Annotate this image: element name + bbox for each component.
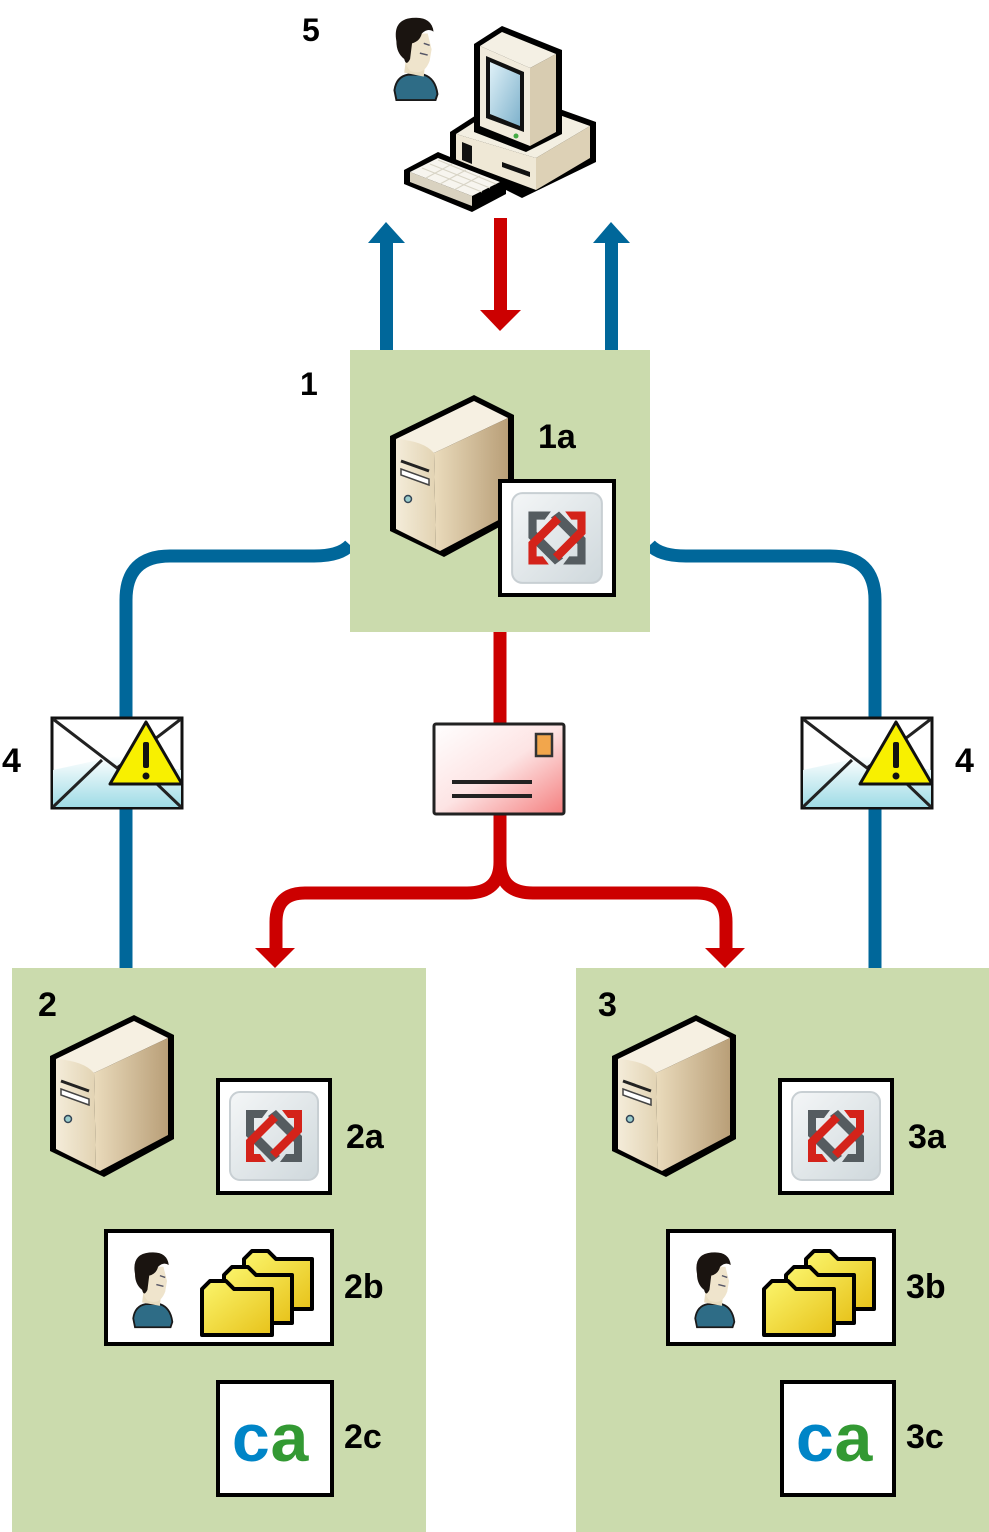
exchange-logo-frame-1a[interactable] [498, 479, 616, 597]
item-label-3c: 3c [906, 1418, 944, 1456]
exchange-logo-icon [224, 1086, 324, 1186]
alert-label-right: 4 [955, 742, 974, 780]
user-folders-frame-3b[interactable] [666, 1229, 896, 1346]
item-label-2b: 2b [344, 1268, 384, 1306]
exchange-logo-icon [506, 487, 608, 589]
arrowhead-server3 [705, 948, 745, 968]
node-label-server1: 1 [300, 366, 318, 402]
arrow-down-red [480, 218, 521, 331]
arrowhead-server2 [255, 948, 295, 968]
folders-icon [196, 1247, 316, 1337]
ca-logo-icon [230, 1402, 322, 1474]
mail-warning-icon[interactable] [800, 716, 934, 810]
link-server1-left [119, 540, 355, 968]
exchange-logo-frame-2a[interactable] [216, 1078, 332, 1195]
exchange-logo-icon [786, 1086, 886, 1186]
item-label-3a: 3a [908, 1118, 946, 1156]
ca-logo-frame-3c[interactable] [780, 1380, 896, 1497]
item-label-2c: 2c [344, 1418, 382, 1456]
node-sublabel-1a: 1a [538, 418, 576, 456]
server-tower-icon[interactable] [44, 996, 184, 1196]
node-label-server3: 3 [598, 986, 617, 1024]
exchange-logo-frame-3a[interactable] [778, 1078, 894, 1195]
server-tower-icon[interactable] [606, 996, 746, 1196]
link-message-server2 [269, 861, 507, 950]
mail-envelope-icon[interactable] [432, 722, 566, 816]
user-icon [124, 1249, 178, 1329]
ca-logo-icon [794, 1402, 886, 1474]
user-folders-frame-2b[interactable] [104, 1229, 334, 1346]
link-server1-right [645, 540, 882, 968]
node-label-client: 5 [302, 12, 320, 48]
item-label-2a: 2a [346, 1118, 384, 1156]
user-icon [686, 1249, 740, 1329]
ca-logo-frame-2c[interactable] [216, 1380, 334, 1497]
link-message-server3 [493, 861, 733, 950]
alert-label-left: 4 [2, 742, 21, 780]
node-label-server2: 2 [38, 986, 57, 1024]
arrow-up-left [368, 222, 405, 352]
folders-icon [758, 1247, 878, 1337]
desktop-computer-icon[interactable] [402, 22, 602, 212]
mail-warning-icon[interactable] [50, 716, 184, 810]
arrow-up-right [593, 222, 630, 352]
item-label-3b: 3b [906, 1268, 946, 1306]
